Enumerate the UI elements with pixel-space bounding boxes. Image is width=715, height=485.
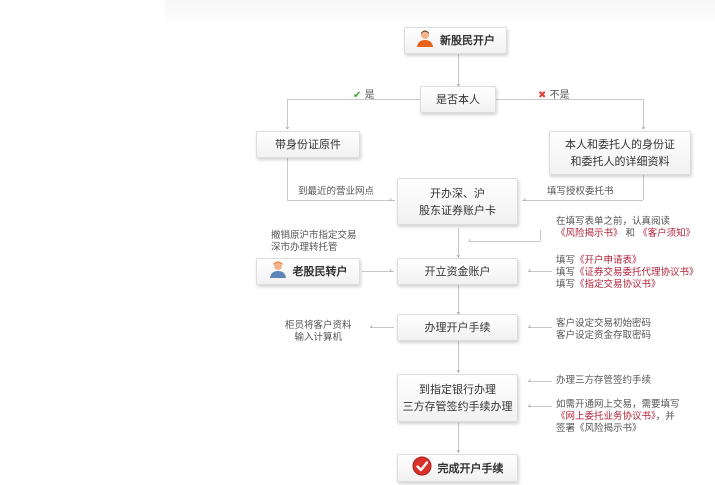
connector-read-note-v [540, 230, 541, 241]
start-node-new-investor: 新股民开户 [404, 27, 507, 54]
arrow-right-icon: › [389, 266, 393, 275]
check-icon: ✔ [353, 90, 362, 101]
connector-no-down [643, 174, 644, 200]
clerk-input-note: 柜员将客户资料 输入计算机 [285, 320, 352, 343]
connector-fund-procedure [458, 285, 459, 315]
arrow-left-icon: ‹ [523, 195, 527, 204]
online-agreement-link: 《网上委托业务协议书》 [556, 411, 656, 422]
old-investor-avatar-icon [269, 260, 287, 283]
id-and-agent-materials-node: 本人和委托人的身份证 和委托人的详细资料 [549, 131, 691, 175]
arrow-down-icon: ⌄ [455, 307, 462, 316]
connector-yes-to-card [287, 200, 395, 201]
arrow-down-icon: ⌄ [455, 445, 462, 454]
connector-no-vertical [643, 99, 644, 129]
complete-check-icon [412, 456, 432, 481]
account-application-form-link: 《开户申请表》 [575, 255, 642, 266]
arrow-left-icon: ‹ [528, 266, 532, 275]
connector-old-investor [362, 271, 394, 272]
old-investor-note: 撤销原沪市指定交易 深市办理转托管 [271, 230, 357, 253]
designated-trading-agreement-link: 《指定交易协议书》 [575, 279, 661, 290]
connector-yes-horizontal [287, 99, 420, 100]
end-node-complete: 完成开户手续 [397, 454, 518, 482]
branch-no-label: ✖ 不是 [538, 90, 570, 101]
arrow-left-icon: ‹ [370, 322, 374, 331]
read-before-fill-note: 在填写表单之前，认真阅读 《风险揭示书》 和 《客户须知》 [556, 216, 696, 239]
connector-clerk-note [370, 327, 394, 328]
to-branch-note: 到最近的营业网点 [298, 186, 375, 197]
arrow-down-icon: ⌄ [640, 122, 647, 131]
password-setup-note: 客户设定交易初始密码 客户设定资金存取密码 [556, 318, 652, 341]
connector-no-horizontal [496, 99, 643, 100]
new-investor-avatar-icon [416, 29, 434, 52]
connector-password-note [528, 327, 552, 328]
connector-bank-note1 [528, 381, 552, 382]
account-procedure-node: 办理开户手续 [397, 314, 518, 341]
arrow-right-icon: › [389, 195, 393, 204]
risk-disclosure-link: 《风险揭示书》 [556, 228, 623, 239]
connector-no-to-card [522, 200, 643, 201]
decision-node: 是否本人 [420, 86, 496, 113]
arrow-left-icon: ‹ [528, 322, 532, 331]
decision-label: 是否本人 [436, 93, 480, 106]
open-shareholder-card-node: 开办深、沪 股东证券账户卡 [397, 178, 518, 225]
arrow-left-icon: ‹ [528, 401, 532, 410]
arrow-down-icon: ⌄ [455, 79, 462, 88]
cross-icon: ✖ [538, 90, 547, 101]
connector-read-note [470, 241, 540, 242]
bring-id-original-node: 带身份证原件 [256, 131, 360, 158]
brokerage-agreement-link: 《证券交易委托代理协议书》 [575, 267, 699, 278]
connector-start-decision [458, 52, 459, 87]
bank-custody-node: 到指定银行办理 三方存管签约手续办理 [397, 374, 518, 422]
authorize-note: 填写授权委托书 [547, 186, 614, 197]
connector-bank-note2 [528, 406, 552, 407]
arrow-left-icon: ‹ [468, 236, 472, 245]
old-investor-transfer-node: 老股民转户 [256, 258, 360, 285]
connector-yes-vertical [287, 99, 288, 129]
arrow-left-icon: ‹ [528, 376, 532, 385]
branch-yes-label: ✔ 是 [353, 90, 375, 101]
start-node-label: 新股民开户 [440, 34, 495, 47]
fund-forms-note: 填写《开户申请表》 填写《证券交易委托代理协议书》 填写《指定交易协议书》 [556, 255, 699, 290]
arrow-down-icon: ⌄ [455, 250, 462, 259]
connector-bank-end [458, 423, 459, 453]
arrow-down-icon: ⌄ [284, 122, 291, 131]
customer-notice-link: 《客户须知》 [638, 228, 696, 239]
top-banner-fade [165, 0, 715, 28]
connector-fund-notes [528, 271, 552, 272]
open-fund-account-node: 开立资金账户 [397, 258, 518, 285]
connector-card-fund [458, 228, 459, 258]
connector-yes-down [287, 157, 288, 200]
custody-signing-note: 办理三方存管签约手续 [556, 375, 652, 386]
connector-procedure-bank [458, 341, 459, 373]
arrow-down-icon: ⌄ [455, 365, 462, 374]
online-trading-note: 如需开通网上交易，需要填写 《网上委托业务协议书》，并 签署《风险揭示书》 [556, 399, 680, 434]
